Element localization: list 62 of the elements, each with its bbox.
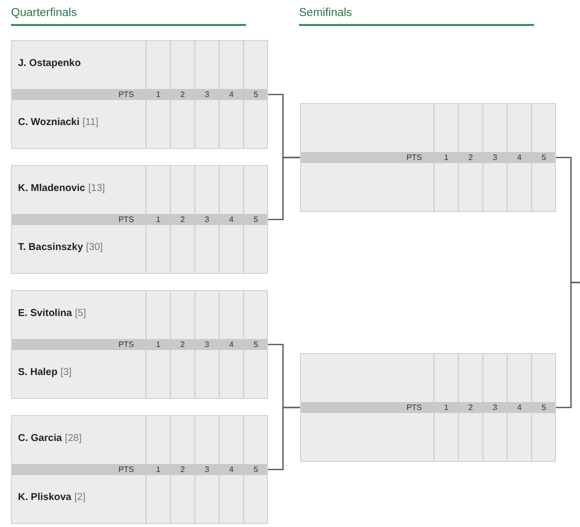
bracket-line [556, 282, 580, 408]
player-name: S. Halep [18, 367, 58, 378]
set-number: 3 [492, 402, 498, 413]
set-number: 3 [492, 152, 498, 163]
points-heading: PTS [406, 152, 422, 163]
set-number: 3 [204, 214, 210, 225]
bracket-line [268, 406, 300, 470]
round-heading: Semifinals [299, 6, 534, 26]
points-heading: PTS [118, 214, 134, 225]
set-number: 2 [180, 339, 185, 350]
match-card [300, 103, 556, 212]
set-number: 2 [180, 214, 185, 225]
seed-number: [11] [82, 117, 98, 128]
set-number: 3 [204, 464, 210, 475]
points-heading: PTS [118, 89, 134, 100]
points-heading: PTS [118, 464, 134, 475]
points-heading: PTS [118, 339, 134, 350]
match-card [11, 40, 268, 149]
set-number: 2 [180, 89, 185, 100]
set-number: 1 [156, 214, 160, 225]
set-number: 1 [444, 402, 448, 413]
set-number: 3 [204, 339, 210, 350]
set-number: 5 [542, 152, 546, 163]
seed-number: [28] [64, 433, 82, 444]
points-heading: PTS [406, 402, 422, 413]
set-number: 3 [204, 89, 210, 100]
seed-number: [3] [60, 367, 72, 378]
set-number: 1 [156, 89, 160, 100]
set-number: 5 [254, 339, 258, 350]
match-card [11, 290, 268, 399]
set-number: 1 [156, 464, 160, 475]
player-name: T. Bacsinszky [18, 242, 84, 253]
seed-number: [5] [74, 308, 86, 319]
match-card [11, 165, 268, 274]
player-name: J. Ostapenko [18, 58, 81, 69]
bracket-line [268, 156, 300, 220]
set-number: 5 [254, 89, 258, 100]
match-card [300, 353, 556, 462]
match-card [11, 415, 268, 524]
set-number: 4 [229, 464, 234, 475]
set-number: 4 [517, 152, 522, 163]
player-name: C. Wozniacki [18, 117, 80, 128]
player-name: K. Mladenovic [18, 183, 86, 194]
seed-number: [30] [86, 242, 103, 253]
set-number: 4 [229, 214, 234, 225]
set-number: 4 [229, 89, 234, 100]
set-number: 2 [180, 464, 185, 475]
set-number: 1 [156, 339, 160, 350]
player-name: C. Garcia [18, 433, 62, 444]
player-name: K. Pliskova [18, 492, 72, 503]
set-number: 2 [468, 402, 473, 413]
seed-number: [13] [88, 183, 105, 194]
set-number: 1 [444, 152, 448, 163]
seed-number: [2] [74, 492, 86, 503]
set-number: 4 [517, 402, 522, 413]
set-number: 2 [468, 152, 473, 163]
set-number: 5 [254, 464, 258, 475]
player-name: E. Svitolina [18, 308, 72, 319]
set-number: 5 [542, 402, 546, 413]
round-heading: Quarterfinals [11, 6, 246, 26]
set-number: 4 [229, 339, 234, 350]
set-number: 5 [254, 214, 258, 225]
